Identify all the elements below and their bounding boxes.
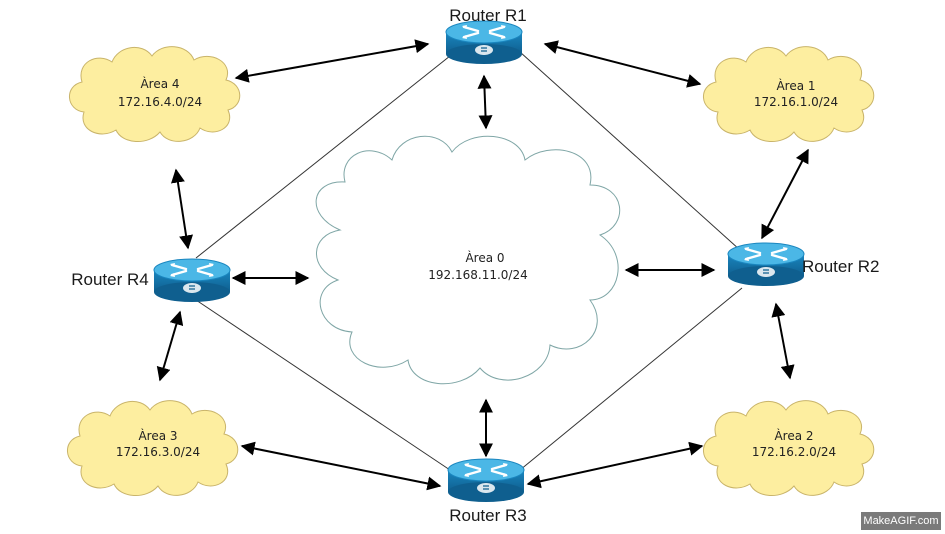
- link-r1-r4: [195, 51, 456, 259]
- area0-name: Àrea 0: [465, 250, 504, 265]
- arrow-r4-area4: [170, 168, 194, 250]
- area4-name: Àrea 4: [140, 76, 179, 91]
- area2-network: 172.16.2.0/24: [752, 445, 836, 459]
- arrow-r3-area2: [526, 441, 704, 489]
- area0-network: 192.168.11.0/24: [428, 268, 527, 282]
- arrow-r1-area1: [543, 40, 702, 88]
- area1-network: 172.16.1.0/24: [754, 95, 838, 109]
- router-r4-icon: [152, 257, 232, 304]
- area3-network: 172.16.3.0/24: [116, 445, 200, 459]
- area2-name: Àrea 2: [774, 428, 813, 443]
- arrow-r4-area3: [156, 310, 184, 382]
- area0-cloud: [315, 135, 621, 385]
- arrow-r2-area1: [761, 148, 809, 240]
- adjacency-arrows: [156, 39, 809, 491]
- arrow-r2-area2: [771, 302, 795, 380]
- router-r4-label: Router R4: [71, 270, 148, 289]
- watermark: MakeAGIF.com: [861, 512, 941, 530]
- router-r1-icon: [444, 19, 524, 66]
- area4-network: 172.16.4.0/24: [118, 95, 202, 109]
- arrow-r1-area0: [477, 74, 493, 130]
- area1-name: Àrea 1: [776, 78, 815, 93]
- link-r2-r3: [519, 287, 743, 471]
- router-r2-label: Router R2: [802, 257, 879, 276]
- router-r3-icon: [446, 457, 526, 504]
- router-r3-label: Router R3: [449, 506, 526, 525]
- arrow-r3-area3: [240, 441, 442, 491]
- router-r2-icon: [726, 241, 806, 288]
- area3-name: Àrea 3: [138, 428, 177, 443]
- arrow-r1-area4: [234, 39, 430, 83]
- router-r1-label: Router R1: [449, 6, 526, 25]
